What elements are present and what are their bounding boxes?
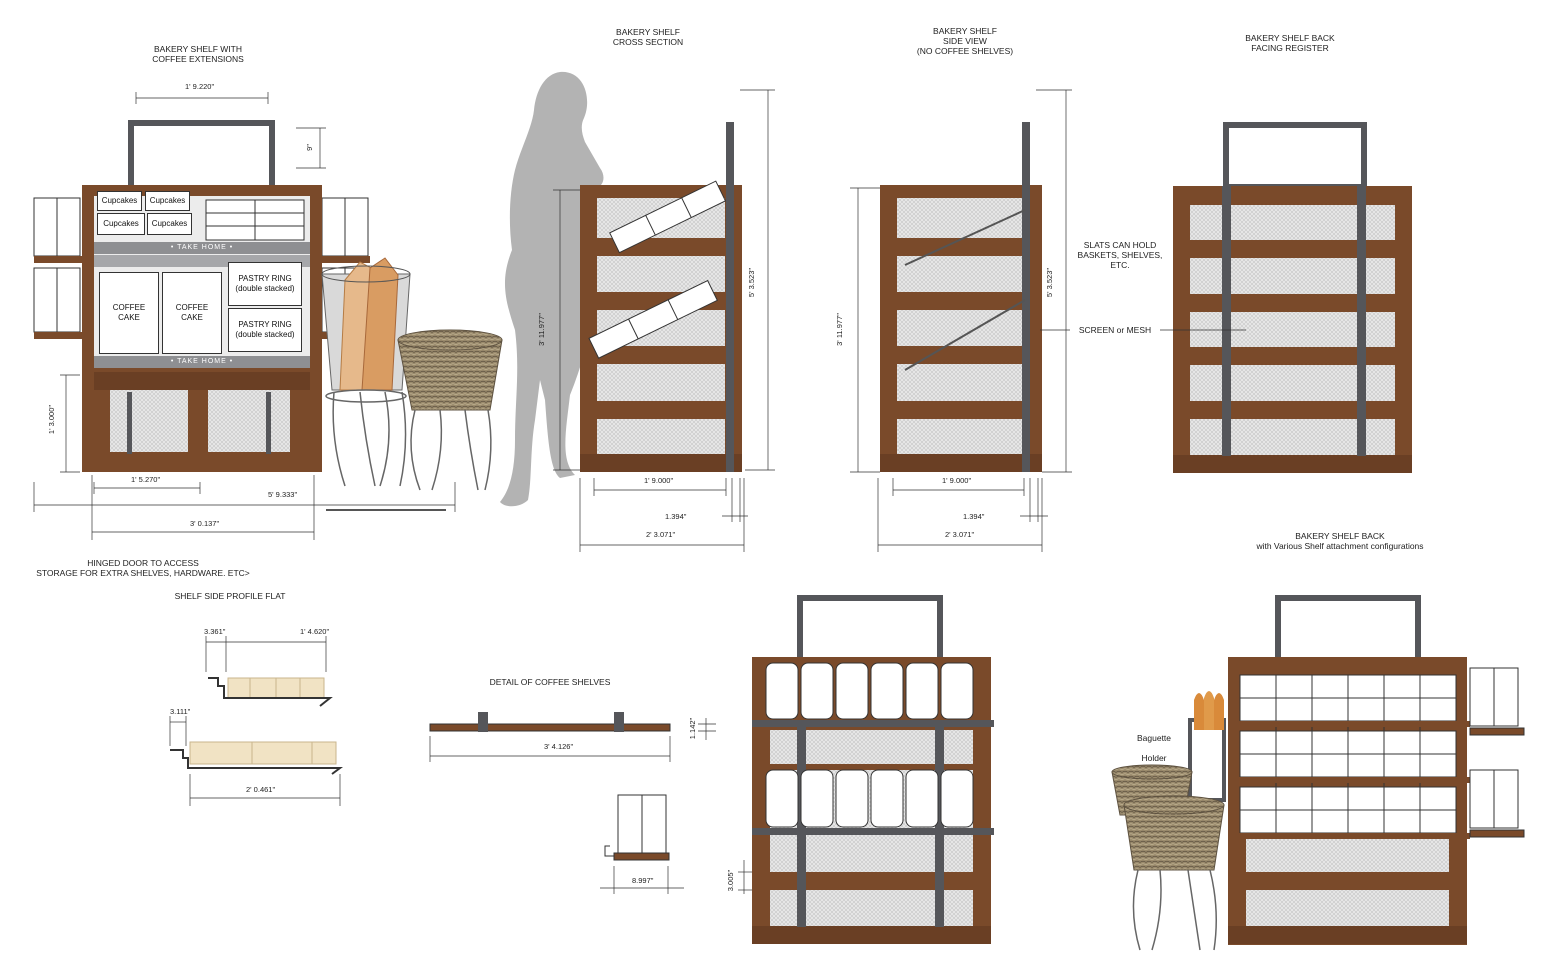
dim-label: 5' 3.523" bbox=[747, 267, 757, 298]
dim-label: 1' 9.000" bbox=[942, 476, 972, 485]
note-baguette: Baguette bbox=[1136, 733, 1172, 743]
title-cross-section: BAKERY SHELF CROSS SECTION bbox=[598, 27, 698, 47]
dim-label: 3' 4.126" bbox=[544, 742, 574, 751]
view-coffee-detail bbox=[429, 712, 671, 861]
view-profile-flat bbox=[170, 677, 343, 775]
coffee-cake-label: CAKE bbox=[118, 313, 140, 322]
note-slats: SLATS CAN HOLD BASKETS, SHELVES, ETC. bbox=[1070, 240, 1170, 270]
dim-label: 2' 3.071" bbox=[945, 530, 975, 539]
title-line: SIDE VIEW bbox=[943, 36, 987, 46]
dimension-lines bbox=[33, 89, 1246, 894]
dim-label: 1.394" bbox=[665, 512, 687, 521]
coffee-cake-label: CAKE bbox=[181, 313, 203, 322]
pastry-ring-box: PASTRY RING (double stacked) bbox=[228, 262, 302, 306]
take-home-band bbox=[94, 242, 310, 254]
title-line: BAKERY SHELF WITH bbox=[153, 44, 242, 54]
view-back-various bbox=[1111, 595, 1525, 951]
dim-label: 1' 5.270" bbox=[131, 475, 161, 484]
view-side bbox=[880, 122, 1042, 472]
door-mesh bbox=[208, 390, 290, 452]
coffee-cake-label: COFFEE bbox=[175, 303, 209, 312]
coffee-cake-box: COFFEE CAKE bbox=[162, 272, 222, 354]
title-profile-flat: SHELF SIDE PROFILE FLAT bbox=[174, 591, 286, 601]
sign-frame bbox=[128, 120, 275, 191]
dim-label: 1.394" bbox=[963, 512, 985, 521]
title-line: FACING REGISTER bbox=[1251, 43, 1329, 53]
dim-label: 9" bbox=[304, 144, 314, 151]
dim-label: 3.005" bbox=[726, 869, 736, 892]
title-line: BAKERY SHELF BACK bbox=[1295, 531, 1385, 541]
pastry-ring-label: (double stacked) bbox=[235, 330, 295, 339]
title-back-various: BAKERY SHELF BACK with Various Shelf att… bbox=[1240, 531, 1440, 551]
dim-label: 3' 0.137" bbox=[190, 519, 220, 528]
take-home-label: • TAKE HOME • bbox=[170, 358, 234, 365]
view-back-register bbox=[1173, 122, 1412, 473]
pastry-ring-label: (double stacked) bbox=[235, 284, 295, 293]
note-line: ETC. bbox=[1110, 260, 1130, 270]
title-line: COFFEE EXTENSIONS bbox=[152, 54, 244, 64]
note-holder: Holder bbox=[1141, 753, 1167, 763]
take-home-band bbox=[94, 356, 310, 368]
side-shelf bbox=[34, 332, 82, 339]
side-shelf bbox=[34, 256, 82, 263]
dim-label: 3' 11.977" bbox=[536, 313, 546, 346]
title-line: (NO COFFEE SHELVES) bbox=[916, 46, 1014, 56]
dim-label: 3' 11.977" bbox=[834, 313, 844, 346]
take-home-label: • TAKE HOME • bbox=[170, 244, 234, 251]
pastry-ring-box: PASTRY RING (double stacked) bbox=[228, 308, 302, 352]
coffee-cake-label: COFFEE bbox=[112, 303, 146, 312]
coffee-cake-box: COFFEE CAKE bbox=[99, 272, 159, 354]
dim-label: 3.361" bbox=[204, 627, 226, 636]
dim-label: 1' 3.000" bbox=[47, 404, 57, 435]
title-line: BAKERY SHELF BACK bbox=[1245, 33, 1335, 43]
cupcakes-box: Cupcakes bbox=[97, 191, 142, 211]
view-cross-section bbox=[580, 122, 742, 472]
note-line: HINGED DOOR TO ACCESS bbox=[87, 558, 199, 568]
note-hinged-door: HINGED DOOR TO ACCESS STORAGE FOR EXTRA … bbox=[30, 558, 256, 578]
cupcakes-box: Cupcakes bbox=[97, 213, 145, 235]
pastry-ring-label: PASTRY RING bbox=[238, 320, 292, 329]
dim-label: 1' 9.000" bbox=[644, 476, 674, 485]
dim-label: 5' 9.333" bbox=[268, 490, 298, 499]
wire-bread-basket bbox=[321, 257, 411, 487]
pastry-ring-label: PASTRY RING bbox=[238, 274, 292, 283]
note-screen: SCREEN or MESH bbox=[1078, 325, 1152, 335]
title-line: BAKERY SHELF bbox=[933, 26, 997, 36]
title-coffee-detail: DETAIL OF COFFEE SHELVES bbox=[489, 677, 611, 687]
note-line: STORAGE FOR EXTRA SHELVES, HARDWARE. ETC… bbox=[36, 568, 250, 578]
title-line: with Various Shelf attachment configurat… bbox=[1256, 541, 1424, 551]
dim-label: 3.111" bbox=[170, 707, 191, 716]
dim-label: 1' 9.220" bbox=[185, 82, 215, 91]
person-silhouette bbox=[500, 71, 604, 507]
note-line: SLATS CAN HOLD bbox=[1083, 240, 1157, 250]
cupcakes-box: Cupcakes bbox=[145, 191, 190, 211]
dim-label: 2' 3.071" bbox=[646, 530, 676, 539]
dim-label: 5' 3.523" bbox=[1045, 267, 1055, 298]
title-side-view: BAKERY SHELF SIDE VIEW (NO COFFEE SHELVE… bbox=[905, 26, 1025, 56]
title-line: CROSS SECTION bbox=[612, 37, 684, 47]
dim-label: 8.997" bbox=[632, 876, 654, 885]
wicker-basket bbox=[326, 329, 503, 511]
dim-label: 2' 0.461" bbox=[246, 785, 276, 794]
note-line: BASKETS, SHELVES, bbox=[1077, 250, 1163, 260]
title-coffee-extensions: BAKERY SHELF WITH COFFEE EXTENSIONS bbox=[138, 44, 258, 64]
door-mesh bbox=[110, 390, 188, 452]
view-front-coffee-boxes bbox=[752, 595, 994, 944]
title-back-register: BAKERY SHELF BACK FACING REGISTER bbox=[1230, 33, 1350, 53]
cupcakes-box: Cupcakes bbox=[147, 213, 192, 235]
dim-label: 1' 4.620" bbox=[300, 627, 330, 636]
title-line: BAKERY SHELF bbox=[616, 27, 680, 37]
dim-label: 1.142" bbox=[688, 717, 698, 740]
